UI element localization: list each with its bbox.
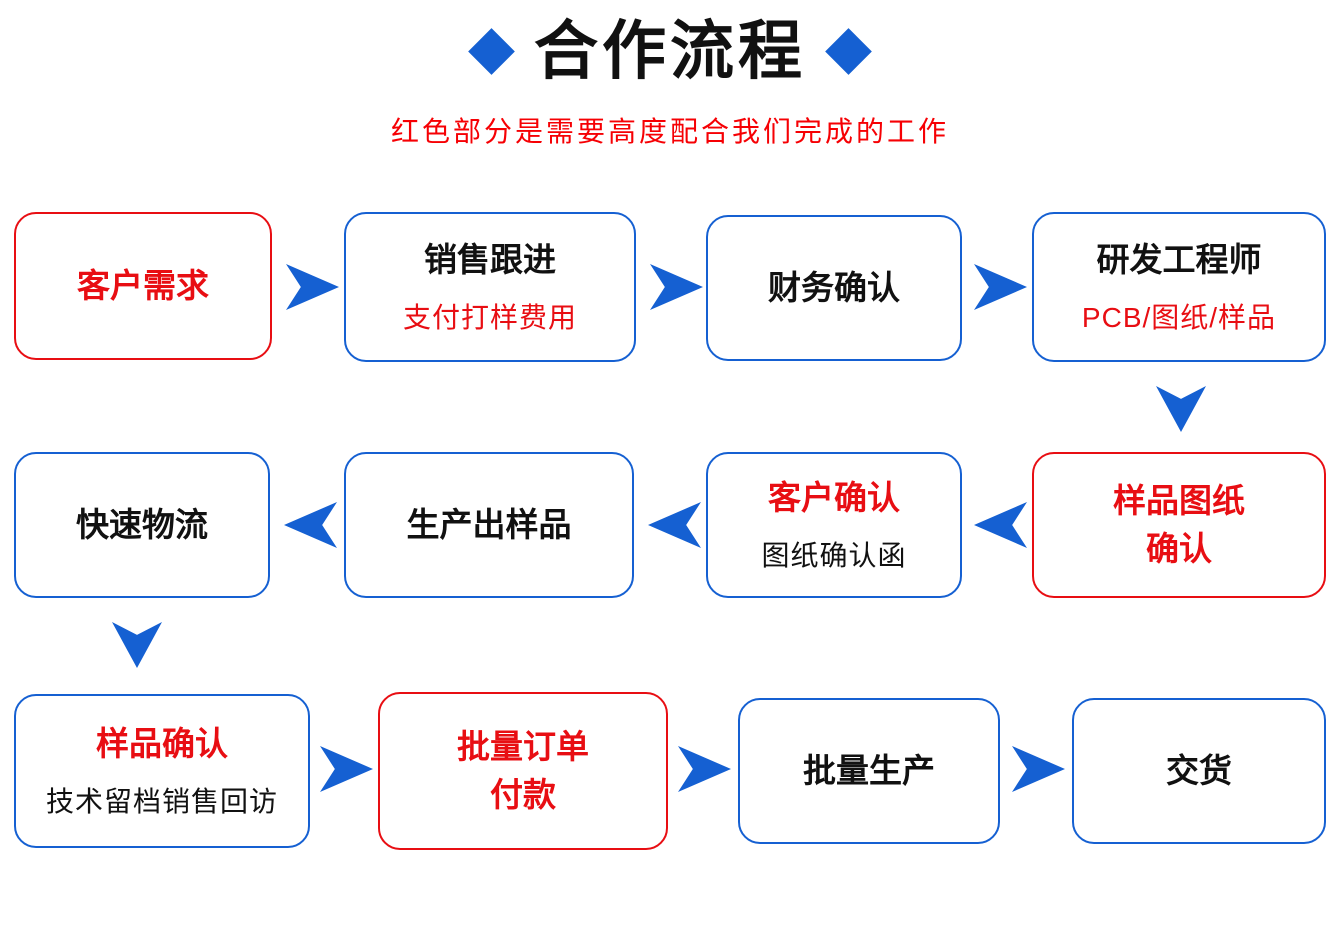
diamond-icon <box>468 27 515 75</box>
node-title: 样品确认 <box>96 725 228 763</box>
page-subtitle: 红色部分是需要高度配合我们完成的工作 <box>390 116 949 147</box>
flow-node-rd-engineer: 研发工程师 PCB/图纸/样品 <box>1032 212 1326 362</box>
node-subtitle: 图纸确认函 <box>761 539 907 571</box>
node-title: 客户确认 <box>768 479 900 517</box>
node-title: 样品图纸 <box>1113 482 1245 520</box>
flow-node-customer-confirm: 客户确认 图纸确认函 <box>706 452 962 598</box>
flow-node-finance-confirm: 财务确认 <box>706 215 962 361</box>
arrow-right-icon <box>286 264 339 310</box>
diamond-icon <box>825 27 872 75</box>
node-title: 生产出样品 <box>406 506 572 544</box>
arrow-down-icon <box>1156 386 1206 432</box>
flow-node-sample-drawing-confirm: 样品图纸 确认 <box>1032 452 1326 598</box>
flow-node-fast-logistics: 快速物流 <box>14 452 270 598</box>
node-title: 客户需求 <box>77 267 209 305</box>
flow-node-sales-follow-up: 销售跟进 支付打样费用 <box>344 212 636 362</box>
node-subtitle: 支付打样费用 <box>402 301 577 333</box>
node-title: 交货 <box>1166 752 1232 790</box>
arrow-left-icon <box>284 502 337 548</box>
diagram-header: 合作流程 <box>0 16 1340 86</box>
flow-node-sample-confirm: 样品确认 技术留档销售回访 <box>14 694 310 848</box>
flow-node-delivery: 交货 <box>1072 698 1326 844</box>
flow-node-bulk-order-payment: 批量订单 付款 <box>378 692 668 850</box>
flow-node-bulk-production: 批量生产 <box>738 698 1000 844</box>
node-title: 财务确认 <box>768 269 900 307</box>
node-title: 批量订单 <box>457 728 589 766</box>
node-title: 批量生产 <box>803 752 935 790</box>
arrow-right-icon <box>678 746 731 792</box>
flow-node-produce-sample: 生产出样品 <box>344 452 634 598</box>
node-title: 研发工程师 <box>1096 241 1262 279</box>
arrow-right-icon <box>650 264 703 310</box>
arrow-right-icon <box>1012 746 1065 792</box>
node-title-line2: 确认 <box>1146 530 1212 567</box>
flow-node-customer-demand: 客户需求 <box>14 212 272 360</box>
arrow-right-icon <box>320 746 373 792</box>
page-title: 合作流程 <box>534 15 806 87</box>
node-title: 快速物流 <box>76 506 208 544</box>
node-title-line2: 付款 <box>490 776 556 813</box>
arrow-down-icon <box>112 622 162 668</box>
node-title: 销售跟进 <box>424 241 556 279</box>
node-subtitle: PCB/图纸/样品 <box>1081 301 1277 333</box>
arrow-right-icon <box>974 264 1027 310</box>
arrow-left-icon <box>648 502 701 548</box>
arrow-left-icon <box>974 502 1027 548</box>
node-subtitle: 技术留档销售回访 <box>45 785 278 817</box>
